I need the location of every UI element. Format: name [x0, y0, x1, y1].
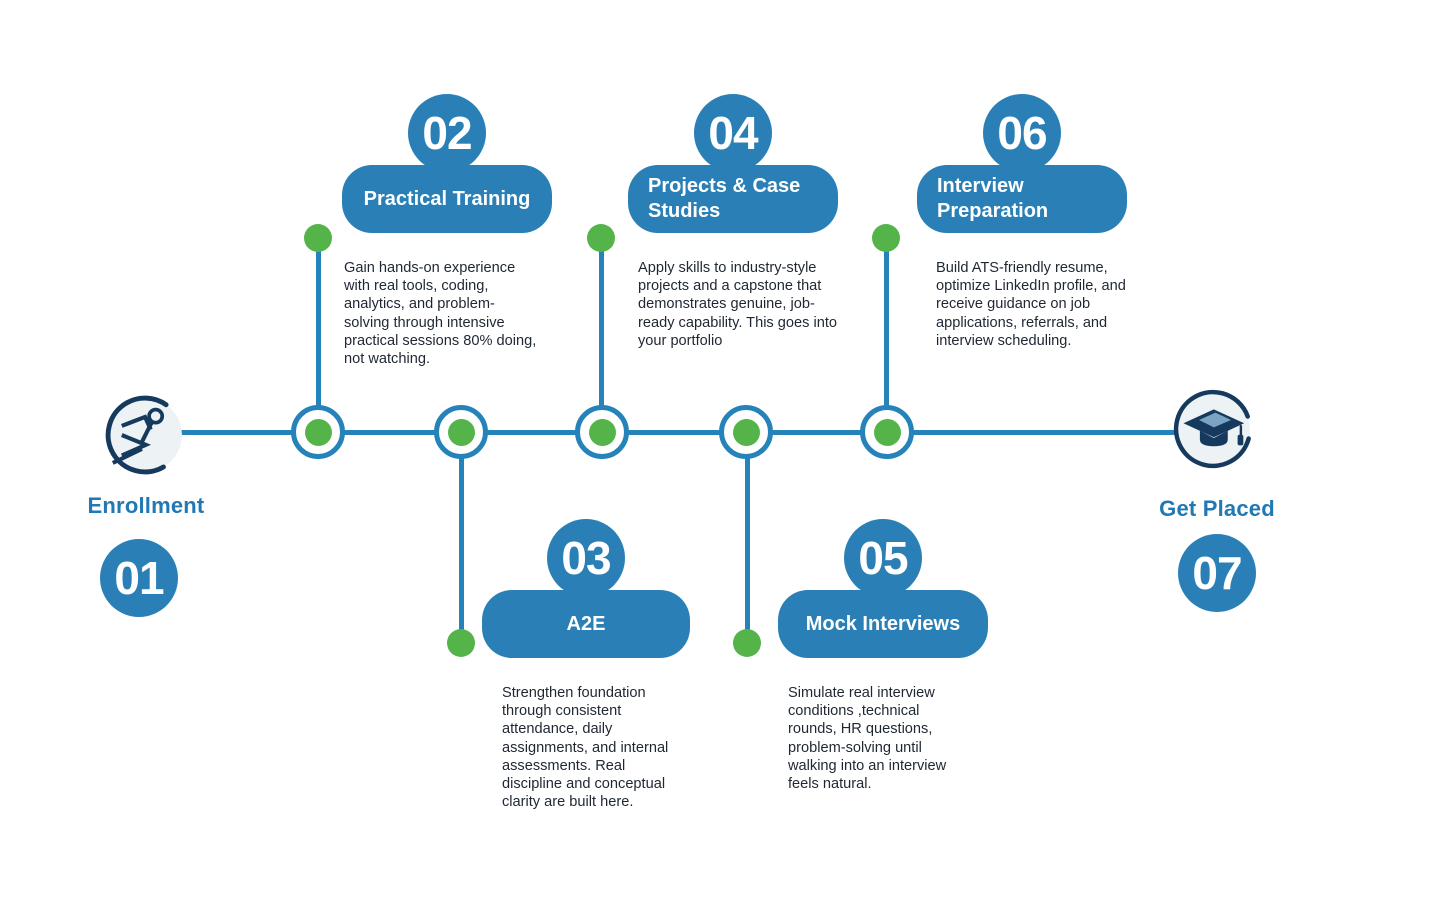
step-mock-interviews: 05 Mock Interviews Simulate real intervi…	[778, 519, 988, 793]
connector-dot-step-02	[304, 224, 332, 252]
step-number-04: 04	[694, 94, 772, 172]
step-a2e: 03 A2E Strengthen foundation through con…	[482, 519, 690, 811]
get-placed-label: Get Placed	[1159, 496, 1275, 521]
timeline-node	[291, 405, 345, 459]
connector-line-step-06	[883, 240, 889, 432]
node-center-dot	[732, 418, 760, 446]
step-title-pill: A2E	[482, 590, 690, 658]
enrollment-icon-circle	[104, 394, 186, 476]
step-description: Strengthen foundation through consistent…	[502, 685, 669, 811]
node-center-dot	[304, 418, 332, 446]
connector-line-step-05	[744, 432, 750, 632]
timeline-node	[860, 405, 914, 459]
step-description: Build ATS-friendly resume, optimize Link…	[936, 260, 1126, 349]
step-number-01: 01	[100, 539, 178, 617]
step-projects-case-studies: 04 Projects & Case Studies Apply skills …	[628, 94, 838, 350]
step-number-07: 07	[1178, 534, 1256, 612]
step-description: Simulate real interview conditions ,tech…	[788, 685, 947, 793]
step-practical-training: 02 Practical Training Gain hands-on expe…	[342, 94, 552, 368]
node-center-dot	[447, 418, 475, 446]
connector-line-step-03	[458, 432, 464, 632]
runner-icon	[105, 395, 185, 475]
step-number-06: 06	[983, 94, 1061, 172]
step-title-pill: Projects & Case Studies	[628, 165, 838, 233]
step-title-pill: Interview Preparation	[917, 165, 1127, 233]
step-number-03: 03	[547, 519, 625, 597]
timeline-line	[175, 430, 1185, 435]
connector-line-step-02	[315, 240, 321, 432]
connector-dot-step-04	[587, 224, 615, 252]
step-number-05: 05	[844, 519, 922, 597]
step-title-pill: Practical Training	[342, 165, 552, 233]
step-number-02: 02	[408, 94, 486, 172]
timeline-node	[575, 405, 629, 459]
graduation-cap-icon	[1173, 389, 1253, 469]
node-center-dot	[588, 418, 616, 446]
connector-dot-step-06	[872, 224, 900, 252]
step-interview-preparation: 06 Interview Preparation Build ATS-frien…	[917, 94, 1127, 350]
node-center-dot	[873, 418, 901, 446]
step-description: Gain hands-on experience with real tools…	[344, 260, 537, 368]
step-title-pill: Mock Interviews	[778, 590, 988, 658]
get-placed-icon-circle	[1172, 388, 1254, 470]
connector-dot-step-03	[447, 629, 475, 657]
enrollment-label: Enrollment	[87, 493, 205, 518]
timeline-node	[719, 405, 773, 459]
connector-line-step-04	[598, 240, 604, 432]
connector-dot-step-05	[733, 629, 761, 657]
step-description: Apply skills to industry-style projects …	[638, 260, 838, 349]
timeline-node	[434, 405, 488, 459]
